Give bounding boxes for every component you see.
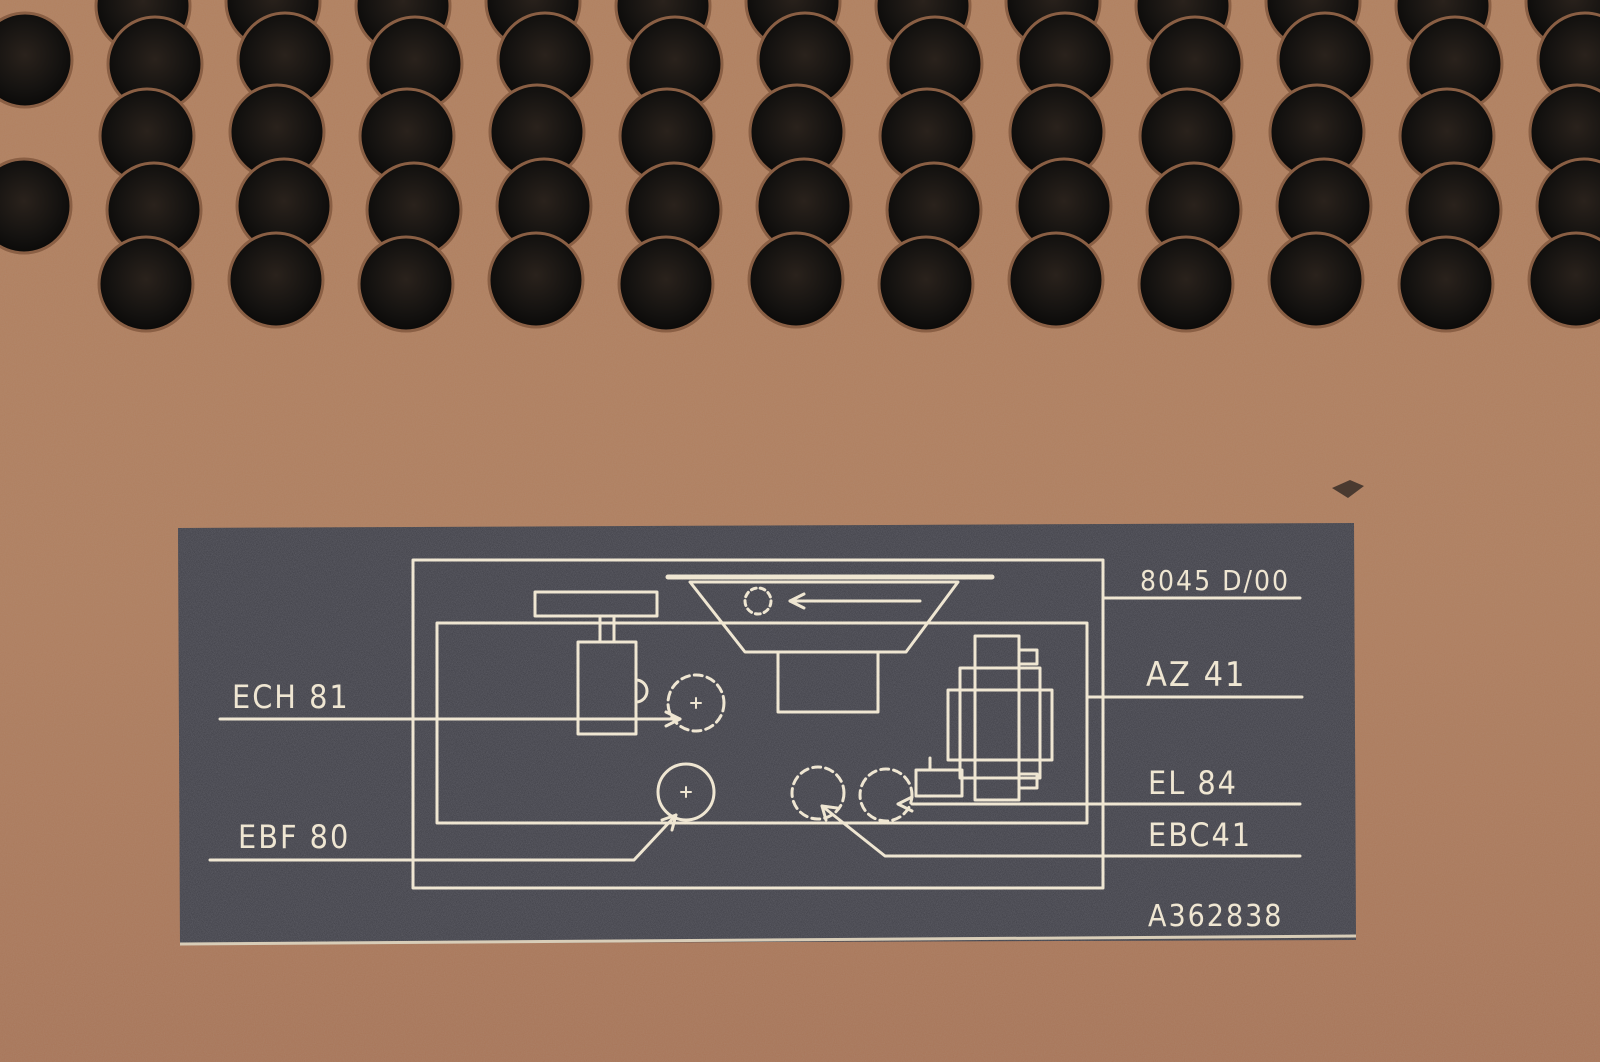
- vent-hole: [617, 235, 715, 333]
- tube-socket-ebc41: [790, 765, 846, 821]
- label-edge-highlight: [179, 934, 1357, 946]
- dial-lamp: [743, 586, 773, 616]
- label-ebf80: EBF 80: [238, 818, 350, 856]
- tuning-knob-plate: [533, 590, 659, 618]
- label-plate-grain: [178, 523, 1356, 944]
- vent-hole: [747, 231, 845, 329]
- vent-hole: [1397, 235, 1495, 333]
- tuning-capacitor: [576, 640, 638, 736]
- chassis-diagram: [208, 558, 1304, 890]
- capacitor-shaft: [598, 614, 616, 644]
- board-mark: [1332, 480, 1364, 498]
- vent-hole: [1137, 235, 1235, 333]
- vent-hole: [0, 157, 73, 255]
- speaker-cone: [688, 580, 960, 654]
- label-model: 8045 D/00: [1140, 564, 1290, 597]
- vent-hole: [0, 11, 74, 109]
- vent-hole: [487, 231, 585, 329]
- schematic-label: 8045 D/00 AZ 41 ECH 81 EL 84 EBF 80 EBC4…: [178, 523, 1357, 946]
- vent-hole: [227, 231, 325, 329]
- cabinet-outline: [411, 558, 1105, 890]
- label-ebc41: EBC41: [1148, 816, 1252, 854]
- power-transformer: [973, 634, 1021, 802]
- vent-hole: [1267, 231, 1365, 329]
- vent-hole: [1527, 231, 1600, 329]
- chassis-outline: [435, 621, 1089, 825]
- label-serial: A362838: [1148, 899, 1283, 934]
- vent-hole: [357, 235, 455, 333]
- arrow-ebc41-icon: [820, 804, 839, 822]
- vent-hole: [97, 235, 195, 333]
- tube-socket-el84: [858, 767, 914, 823]
- leader-ebf80: [208, 813, 678, 862]
- tube-socket-ech81: [666, 673, 726, 733]
- label-ech81: ECH 81: [232, 678, 350, 716]
- tube-socket-ebf80: [656, 762, 716, 822]
- socket-centers: [680, 697, 702, 798]
- transformer-tabs: [1017, 648, 1039, 790]
- arrow-ech81-icon: [664, 710, 682, 728]
- lamp-arrow-icon: [788, 592, 806, 610]
- speaker-magnet: [776, 650, 880, 714]
- arrow-el84-icon: [896, 795, 914, 813]
- vent-hole: [877, 235, 975, 333]
- arrow-ebf80-icon: [660, 813, 678, 832]
- ventilation-holes: [0, 0, 1600, 333]
- rectifier-socket: [914, 768, 964, 798]
- leader-ebc41: [820, 804, 1302, 858]
- label-az41: AZ 41: [1146, 655, 1247, 695]
- vent-hole: [1007, 231, 1105, 329]
- label-el84: EL 84: [1148, 764, 1238, 802]
- transformer-core-outer: [946, 688, 1054, 762]
- transformer-core: [958, 666, 1042, 780]
- capacitor-ear: [634, 678, 649, 704]
